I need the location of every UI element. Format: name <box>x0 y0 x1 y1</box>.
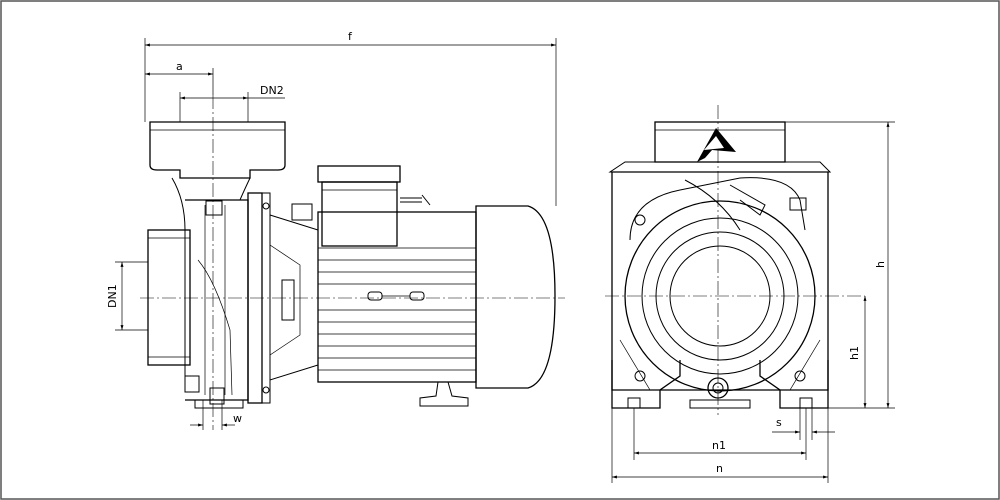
side-view <box>140 95 565 430</box>
dim-f-label: f <box>348 30 353 43</box>
front-view-dimensions: h h1 n1 n s <box>611 121 895 483</box>
dim-dn1-label: DN1 <box>106 284 119 308</box>
dim-dn2-label: DN2 <box>260 84 284 97</box>
dim-n1-label: n1 <box>712 439 726 452</box>
dim-h1-label: h1 <box>848 346 861 360</box>
dim-h-label: h <box>874 261 887 268</box>
dim-a-label: a <box>176 60 183 73</box>
dim-n-label: n <box>716 462 723 475</box>
front-view <box>605 105 865 415</box>
dim-w-label: w <box>233 412 242 425</box>
side-view-dimensions: f a DN2 DN1 w <box>106 30 557 430</box>
triangle-a-logo-icon <box>697 128 736 162</box>
dim-s-label: s <box>776 416 782 429</box>
